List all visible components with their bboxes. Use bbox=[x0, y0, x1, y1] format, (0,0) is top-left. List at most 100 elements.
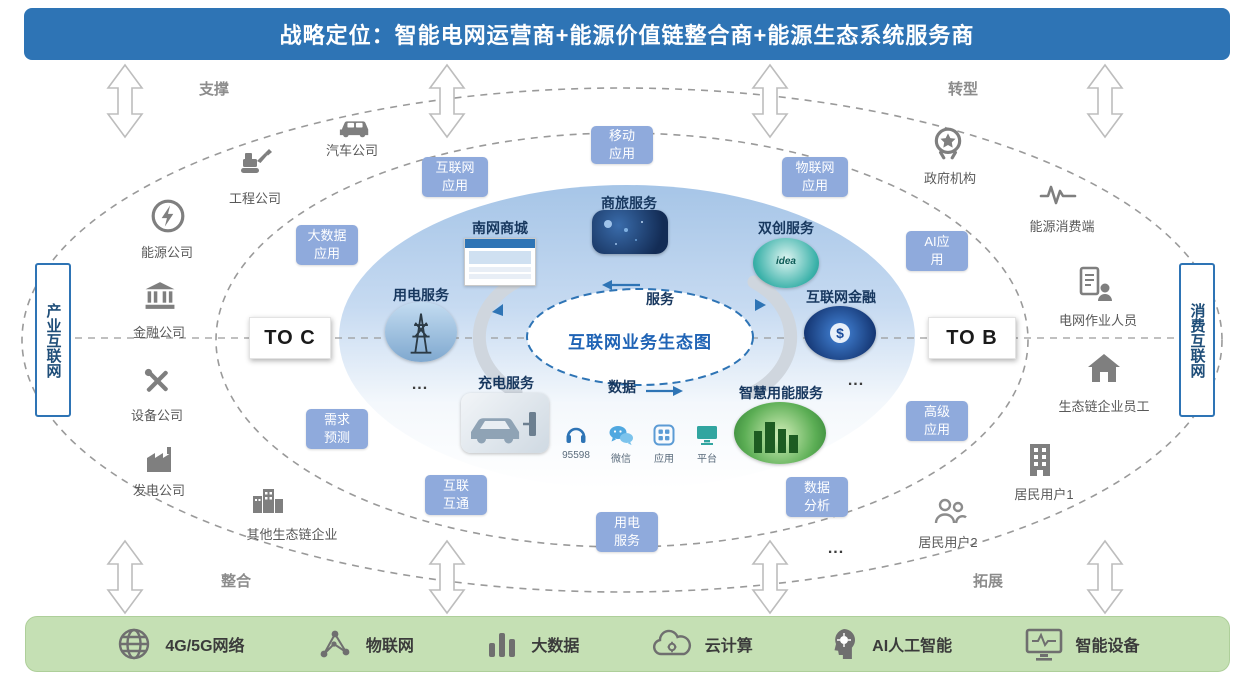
tools-icon bbox=[140, 364, 174, 398]
strategy-banner: 战略定位：智能电网运营商+能源价值链整合商+能源生态系统服务商 bbox=[24, 8, 1230, 60]
double-arrow-bottom-3 bbox=[752, 540, 788, 614]
consumer-internet-label: 消费互联网 bbox=[1179, 263, 1215, 417]
infra-item-4g5g: 4G/5G网络 bbox=[115, 625, 245, 663]
app-box-bigdata: 大数据应用 bbox=[296, 225, 358, 265]
infra-item-iot: 物联网 bbox=[316, 626, 414, 662]
flow-tip-left bbox=[492, 304, 503, 316]
transmission-tower-icon bbox=[410, 313, 432, 354]
stakeholder-label-other-enterprises: 其他生态链企业 bbox=[246, 527, 338, 542]
app-box-line: 服务 bbox=[613, 533, 640, 548]
app-grid-icon bbox=[653, 424, 675, 446]
app-box-line: 应用 bbox=[801, 178, 828, 193]
infra-item-cloud: 云计算 bbox=[651, 627, 753, 661]
app-box-line: 预测 bbox=[323, 430, 350, 445]
infra-label: 物联网 bbox=[365, 638, 414, 655]
double-arrow-bottom-2 bbox=[429, 540, 465, 614]
ellipsis-outer: ... bbox=[827, 540, 845, 557]
house-icon bbox=[1086, 352, 1122, 384]
stakeholder-label-equipment: 设备公司 bbox=[130, 408, 184, 423]
flow-crescent-left bbox=[472, 275, 523, 399]
smart-device-icon bbox=[1024, 627, 1064, 661]
channel-label-wechat: 微信 bbox=[611, 454, 631, 465]
infra-label: 4G/5G网络 bbox=[165, 638, 245, 655]
platform-monitor-icon bbox=[695, 424, 719, 446]
bank-icon bbox=[142, 280, 178, 313]
wechat-icon bbox=[608, 424, 634, 446]
flow-crescent-right bbox=[747, 275, 798, 399]
apartment-building-icon bbox=[1025, 442, 1055, 478]
mall-image-row bbox=[469, 267, 531, 272]
app-box-line: 用电 bbox=[613, 514, 640, 530]
service-label-charging: 充电服务 bbox=[478, 375, 534, 391]
car-company-icon bbox=[338, 116, 372, 141]
pulse-icon bbox=[1038, 180, 1078, 208]
factory-icon bbox=[143, 444, 177, 474]
ellipsis-right: ... bbox=[847, 372, 865, 389]
channel-label-app: 应用 bbox=[654, 454, 674, 465]
app-box-line: 互通 bbox=[442, 496, 469, 511]
travel-image-dots bbox=[604, 220, 612, 228]
stakeholder-label-ecosystem-employee: 生态链企业员工 bbox=[1058, 399, 1150, 414]
app-box-line: 应用 bbox=[313, 246, 340, 261]
double-arrow-top-3 bbox=[752, 64, 788, 138]
to-c-box: TO C bbox=[249, 317, 331, 359]
ellipsis-left: ... bbox=[411, 376, 429, 393]
double-arrow-bottom-1 bbox=[107, 540, 143, 614]
network-globe-icon bbox=[115, 625, 153, 663]
corner-label-expand: 拓展 bbox=[973, 573, 1004, 590]
stakeholder-label-energy-consumer: 能源消费端 bbox=[1029, 219, 1095, 234]
mall-image-hero bbox=[469, 251, 531, 264]
app-box-power-service: 用电服务 bbox=[596, 512, 658, 552]
mall-image-row bbox=[469, 274, 531, 279]
ai-head-icon bbox=[824, 626, 860, 662]
infra-item-devices: 智能设备 bbox=[1024, 627, 1140, 661]
app-box-mobile: 移动应用 bbox=[591, 126, 653, 164]
infra-label: 大数据 bbox=[531, 638, 580, 655]
stakeholder-label-engineering: 工程公司 bbox=[228, 191, 282, 206]
stakeholder-label-finance: 金融公司 bbox=[132, 325, 186, 340]
app-box-line: 应用 bbox=[923, 422, 950, 437]
headset-icon bbox=[564, 424, 588, 446]
app-box-ai: AI应用 bbox=[906, 231, 968, 271]
app-box-line: 需求 bbox=[323, 411, 350, 427]
innovation-image: idea bbox=[753, 238, 819, 288]
smart-energy-image bbox=[734, 402, 826, 464]
infra-label: AI人工智能 bbox=[872, 638, 953, 655]
infra-label: 智能设备 bbox=[1075, 638, 1140, 655]
charging-car-icon bbox=[471, 412, 536, 444]
two-users-icon bbox=[932, 496, 968, 526]
dollar-icon: $ bbox=[830, 323, 850, 343]
corner-label-integrate: 整合 bbox=[221, 573, 252, 590]
flow-tip-right bbox=[755, 299, 766, 311]
infra-label: 云计算 bbox=[704, 638, 753, 655]
data-flow-label: 数据 bbox=[608, 379, 636, 395]
service-flow-label: 服务 bbox=[646, 291, 674, 307]
corner-label-support: 支撑 bbox=[199, 81, 230, 98]
iot-nodes-icon bbox=[316, 626, 354, 662]
app-box-line: 大数据 bbox=[307, 227, 347, 243]
innovation-image-word: idea bbox=[775, 256, 796, 267]
charging-image bbox=[461, 393, 549, 453]
government-emblem-icon bbox=[930, 126, 966, 162]
app-box-line: 互联 bbox=[442, 477, 469, 493]
infra-item-bigdata: 大数据 bbox=[485, 627, 579, 661]
buildings-icon bbox=[250, 484, 286, 516]
stakeholder-label-resident2: 居民用户2 bbox=[918, 535, 978, 550]
stakeholder-label-government: 政府机构 bbox=[923, 171, 977, 186]
app-box-line: AI应 bbox=[924, 233, 950, 249]
app-box-line: 互联网 bbox=[435, 159, 475, 175]
cloud-gear-icon bbox=[651, 627, 693, 661]
travel-image bbox=[592, 210, 668, 254]
finance-image: $ bbox=[804, 306, 876, 360]
app-box-interconnect: 互联互通 bbox=[425, 475, 487, 515]
mall-image-header bbox=[465, 239, 535, 248]
mall-image bbox=[464, 238, 536, 286]
double-arrow-top-1 bbox=[107, 64, 143, 138]
infrastructure-bar: 4G/5G网络 物联网 大数据 云计算 AI人工智能 bbox=[25, 616, 1230, 672]
service-label-mall: 南网商城 bbox=[472, 220, 528, 236]
corner-label-transform: 转型 bbox=[948, 81, 979, 98]
power-image bbox=[385, 302, 457, 362]
excavator-icon bbox=[239, 146, 275, 176]
service-label-power: 用电服务 bbox=[393, 287, 449, 303]
